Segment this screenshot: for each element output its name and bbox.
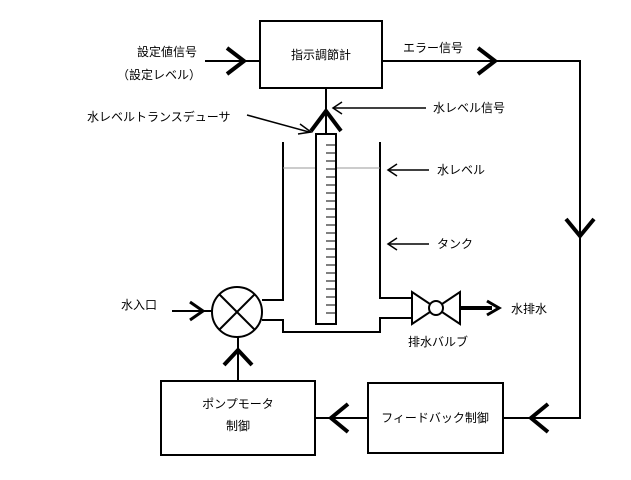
setpoint-label: 設定値信号 — [137, 44, 197, 59]
tank-pointer-arrow-icon — [386, 237, 398, 251]
level-signal-label: 水レベル信号 — [433, 101, 505, 115]
down-arrow-icon — [564, 217, 596, 240]
level-signal-arrow-icon — [309, 107, 343, 133]
drain-arrow-icon — [486, 299, 502, 317]
error-signal-label: エラー信号 — [403, 41, 463, 55]
inlet-label: 水入口 — [121, 298, 157, 312]
error-signal-line — [382, 60, 581, 419]
transducer-label: 水レベルトランスデューサ — [87, 109, 231, 124]
water-level-label: 水レベル — [437, 163, 485, 177]
drain-valve-label: 排水バルブ — [408, 334, 468, 349]
water-level-pointer-arrow-icon — [386, 163, 398, 177]
drain-valve-hub-icon — [428, 300, 444, 316]
pump-motor-control-block — [160, 380, 316, 456]
pump-motor-sublabel: 制御 — [226, 418, 250, 433]
controller-block — [259, 20, 383, 89]
error-arrow-icon — [476, 46, 499, 76]
feedback-control-label: フィードバック制御 — [381, 410, 489, 425]
tank-right-wall — [379, 142, 412, 299]
level-transducer — [315, 133, 337, 325]
tank-left-wall — [262, 142, 284, 301]
tank-bottom — [262, 317, 412, 333]
pump-arrow-icon — [327, 402, 350, 434]
setpoint-arrow-icon — [225, 46, 248, 76]
controller-label: 指示調節計 — [291, 47, 351, 62]
transducer-scale — [326, 144, 336, 314]
inlet-arrow-icon — [189, 300, 206, 322]
level-signal-pointer-arrow-icon — [331, 101, 343, 115]
drain-label: 水排水 — [511, 302, 547, 316]
transducer-pointer — [246, 114, 310, 133]
motor-arrow-icon — [222, 347, 254, 367]
feedback-arrow-icon — [527, 402, 550, 434]
drain-valve-left-icon — [411, 290, 438, 326]
pump-motor-label: ポンプモータ — [202, 397, 274, 411]
transducer-pointer-arrow-icon — [297, 123, 313, 135]
tank-label: タンク — [437, 237, 473, 251]
pump-cross-b — [218, 293, 256, 331]
setpoint-sublabel: （設定レベル） — [117, 67, 201, 82]
